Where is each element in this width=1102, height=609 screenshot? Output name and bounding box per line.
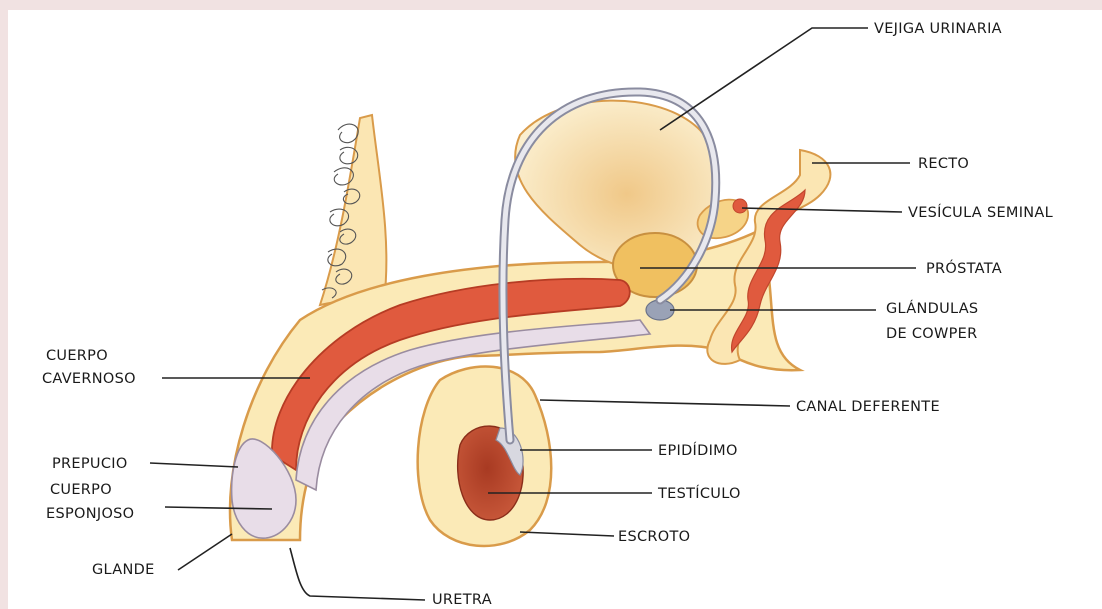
label-epididimo: EPIDÍDIMO	[658, 442, 738, 459]
seminal-vesicle-duct	[733, 199, 747, 213]
label-glandulas: GLÁNDULAS	[886, 300, 978, 317]
label-vejiga-urinaria: VEJIGA URINARIA	[874, 21, 1002, 37]
label-cuerpo-esponjoso-line1: CUERPO	[50, 482, 112, 498]
abdominal-wall	[320, 115, 386, 305]
label-recto: RECTO	[918, 156, 969, 172]
label-canal-deferente: CANAL DEFERENTE	[796, 399, 940, 415]
label-vesicula-seminal: VESÍCULA SEMINAL	[908, 204, 1053, 221]
label-escroto: ESCROTO	[618, 529, 690, 545]
label-prepucio: PREPUCIO	[52, 456, 128, 472]
label-testiculo: TESTÍCULO	[657, 485, 741, 502]
label-glande: GLANDE	[92, 562, 155, 578]
label-prostata: PRÓSTATA	[926, 259, 1002, 277]
label-cuerpo-cavernoso-line2: CAVERNOSO	[42, 371, 136, 387]
label-de-cowper: DE COWPER	[886, 326, 978, 342]
label-uretra: URETRA	[432, 592, 492, 608]
label-cuerpo-cavernoso-line1: CUERPO	[46, 348, 108, 364]
label-cuerpo-esponjoso-line2: ESPONJOSO	[46, 506, 134, 522]
